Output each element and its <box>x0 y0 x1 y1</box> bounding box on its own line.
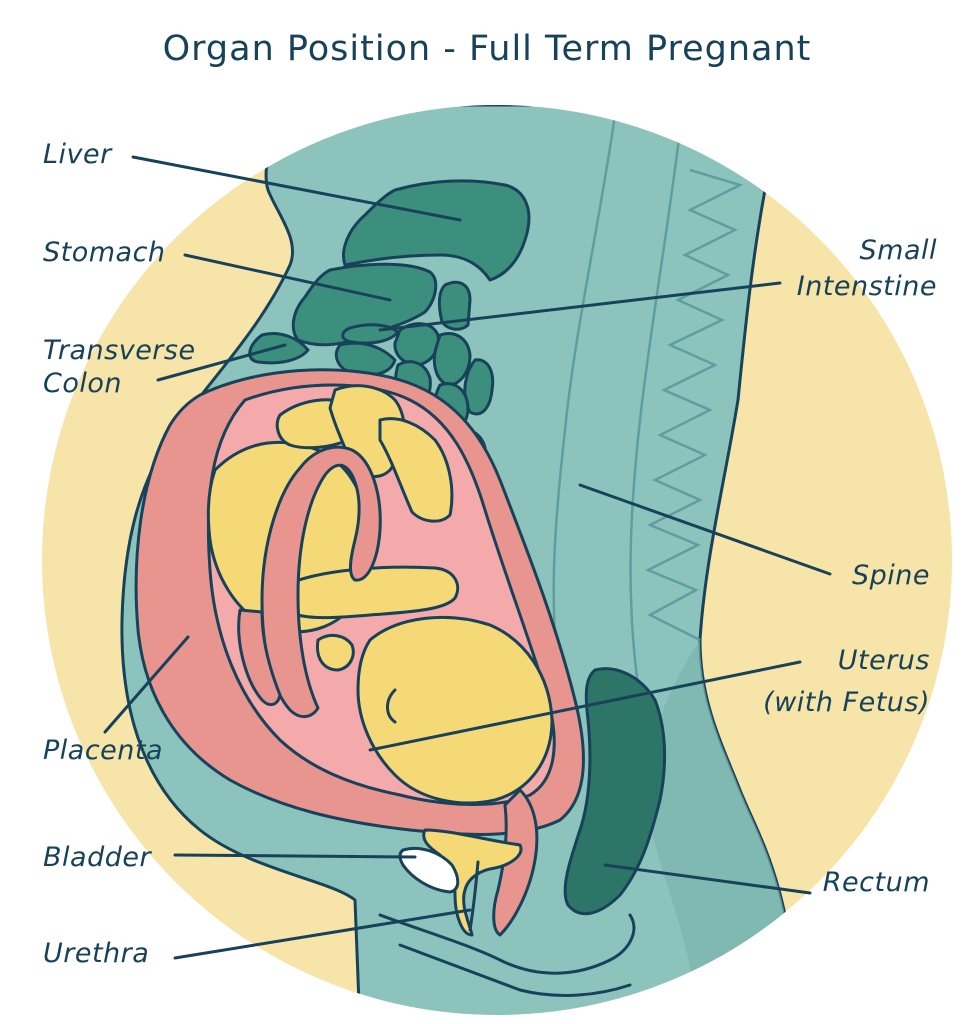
label-transverse-colon-line1: Transverse <box>43 335 196 366</box>
leader-liver <box>131 155 462 222</box>
leader-stomach <box>183 253 392 302</box>
vertebrae <box>644 168 744 642</box>
label-rectum: Rectum <box>823 867 930 898</box>
label-stomach: Stomach <box>43 237 166 268</box>
fetus-ear <box>386 688 397 724</box>
pelvic-floor-lower <box>398 943 632 997</box>
label-transverse-colon-line2: Colon <box>43 368 122 399</box>
label-small-intestine-line1: Small <box>860 235 938 266</box>
label-uterus-line1: Uterus <box>838 645 930 676</box>
pelvic-floor <box>378 913 636 975</box>
leader-small-intestine <box>378 281 782 332</box>
label-small-intestine-line2: Intenstine <box>797 271 937 302</box>
leader-placenta <box>103 635 190 734</box>
label-bladder: Bladder <box>43 842 152 873</box>
leader-urethra <box>173 908 472 960</box>
umbilical-cord-loop <box>237 608 282 707</box>
diagram-title: Organ Position - Full Term Pregnant <box>163 29 812 69</box>
leader-bladder <box>173 853 417 859</box>
leader-rectum <box>603 863 812 895</box>
leader-lines <box>103 155 832 960</box>
labels: Liver Stomach Transverse Colon Small Int… <box>43 139 937 969</box>
leader-transverse-colon <box>156 343 287 382</box>
label-liver: Liver <box>43 139 113 170</box>
leader-spine <box>578 483 832 576</box>
body-cross-section <box>120 105 802 1015</box>
spine-column-back <box>629 129 682 701</box>
label-uterus-line2: (with Fetus) <box>763 687 930 718</box>
label-urethra: Urethra <box>43 938 149 969</box>
urethra-organ <box>468 860 480 932</box>
spine-column <box>552 114 617 691</box>
leader-uterus <box>368 660 802 752</box>
label-placenta: Placenta <box>43 735 163 766</box>
rectum-organ <box>563 667 667 916</box>
label-spine: Spine <box>852 560 930 591</box>
bladder-organ <box>398 846 460 894</box>
